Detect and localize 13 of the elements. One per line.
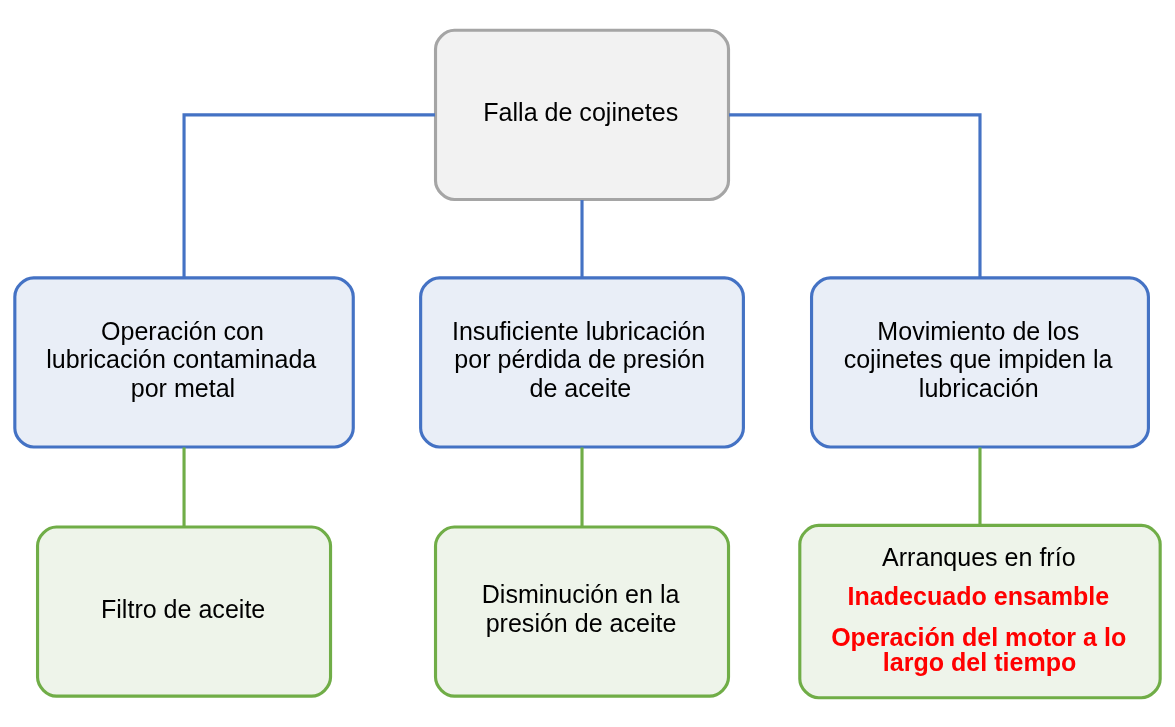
connector	[182, 112, 435, 277]
connector	[182, 446, 186, 527]
connector	[978, 446, 982, 525]
node-box: Disminución en la presión de aceite	[433, 524, 731, 698]
connector	[580, 199, 584, 277]
connector	[729, 112, 982, 277]
node-box: Falla de cojinetes	[433, 28, 731, 201]
node-box: Operación con lubricación contaminada por metal	[13, 275, 355, 449]
node-box: Arranques en frío Inadecuado ensamble Operación del motor a lo largo del tiempo	[798, 523, 1162, 699]
node-box: Movimiento de los cojinetes que impiden la lubricación	[810, 275, 1150, 449]
node-box: Insuficiente lubricación por pérdida de presión de aceite	[419, 275, 745, 449]
node-box: Filtro de aceite	[36, 524, 333, 698]
connector	[580, 446, 584, 527]
